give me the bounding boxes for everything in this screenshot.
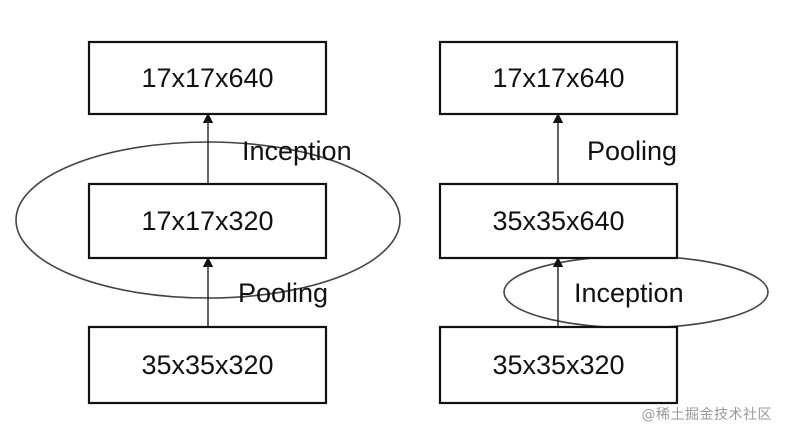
left-upper-edge-label: Inception bbox=[242, 136, 352, 166]
left-lower-edge-label: Pooling bbox=[238, 278, 328, 308]
right-lower-edge-label: Inception bbox=[574, 278, 684, 308]
right-top-box-label: 17x17x640 bbox=[492, 63, 624, 93]
right-diagram: 17x17x640 35x35x640 35x35x320 Pooling In… bbox=[438, 40, 769, 405]
right-bottom-box-label: 35x35x320 bbox=[492, 350, 624, 380]
right-upper-edge-label: Pooling bbox=[587, 136, 677, 166]
left-middle-box bbox=[87, 182, 328, 260]
watermark: @稀土掘金技术社区 bbox=[641, 407, 772, 423]
left-middle-box-label: 17x17x320 bbox=[141, 206, 273, 236]
left-top-box-label: 17x17x640 bbox=[141, 63, 273, 93]
right-middle-box-label: 35x35x640 bbox=[492, 206, 624, 236]
left-diagram: 17x17x640 17x17x320 35x35x320 Inception … bbox=[15, 40, 401, 405]
left-bottom-box-label: 35x35x320 bbox=[141, 350, 273, 380]
